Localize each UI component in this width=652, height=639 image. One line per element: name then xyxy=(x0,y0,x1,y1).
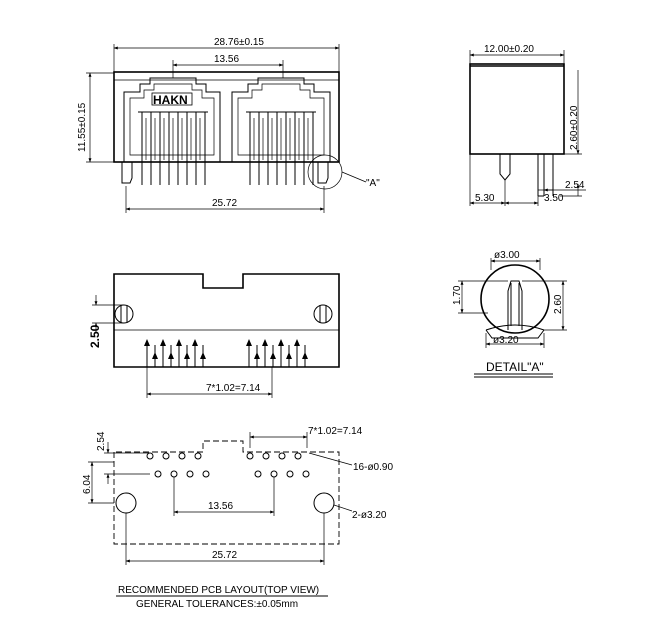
height-label: 11.55±0.15 xyxy=(77,102,88,152)
bottom-view: 2.50 7*1.02=7.14 xyxy=(88,273,340,398)
pin-offset-left-label: 5.30 xyxy=(475,193,495,204)
right-contact-comb xyxy=(246,111,316,185)
pcb-row-offset-label: 2.54 xyxy=(96,431,107,451)
detail-left-height-label: 1.70 xyxy=(452,285,463,305)
pcb-pin-holes xyxy=(146,452,310,478)
pcb-layout: 7*1.02=7.14 2.54 6.04 16-ø0.90 2- xyxy=(82,426,393,610)
detail-a-title: DETAIL"A" xyxy=(486,360,544,374)
pcb-layout-title: RECOMMENDED PCB LAYOUT(TOP VIEW) xyxy=(118,585,319,596)
side-view: 12.00±0.20 2.60±0.20 2.54 5.30 3.50 xyxy=(469,44,586,206)
pcb-pin-holes-label: 16-ø0.90 xyxy=(353,462,393,473)
pin-span-label: 25.72 xyxy=(212,198,237,209)
left-contact-comb xyxy=(138,111,208,185)
pin-offset-right-label: 3.50 xyxy=(544,193,564,204)
bottom-pins-right xyxy=(246,339,308,367)
pcb-pitch-label: 7*1.02=7.14 xyxy=(308,426,363,437)
bottom-pitch-label: 7*1.02=7.14 xyxy=(206,383,261,394)
pcb-row-to-peg-label: 6.04 xyxy=(82,474,93,494)
front-view: 28.76±0.15 13.56 11.55±0.15 HAKN xyxy=(77,37,380,213)
brand-logo-text: HAKN xyxy=(153,93,188,107)
overall-width-label: 28.76±0.15 xyxy=(214,37,264,48)
detail-a: ø3.00 1.70 2.60 ø3.20 DETAIL"A" xyxy=(452,250,567,378)
detail-bottom-dia-label: ø3.20 xyxy=(493,335,519,346)
pin-offset-small-label: 2.54 xyxy=(565,180,585,191)
pin-length-label: 2.60±0.20 xyxy=(569,105,580,150)
port-pitch-label: 13.56 xyxy=(214,54,239,65)
detail-top-dia-label: ø3.00 xyxy=(494,250,520,261)
pcb-peg-holes-label: 2-ø3.20 xyxy=(352,510,387,521)
detail-right-height-label: 2.60 xyxy=(553,294,564,314)
general-tolerances: GENERAL TOLERANCES:±0.05mm xyxy=(136,599,298,610)
peg-height-label: 2.50 xyxy=(88,324,102,348)
pcb-port-pitch-label: 13.56 xyxy=(208,501,233,512)
detail-a-callout: "A" xyxy=(366,178,380,189)
pcb-peg-span-label: 25.72 xyxy=(212,550,237,561)
bottom-pins-left xyxy=(144,339,206,367)
depth-label: 12.00±0.20 xyxy=(484,44,534,55)
